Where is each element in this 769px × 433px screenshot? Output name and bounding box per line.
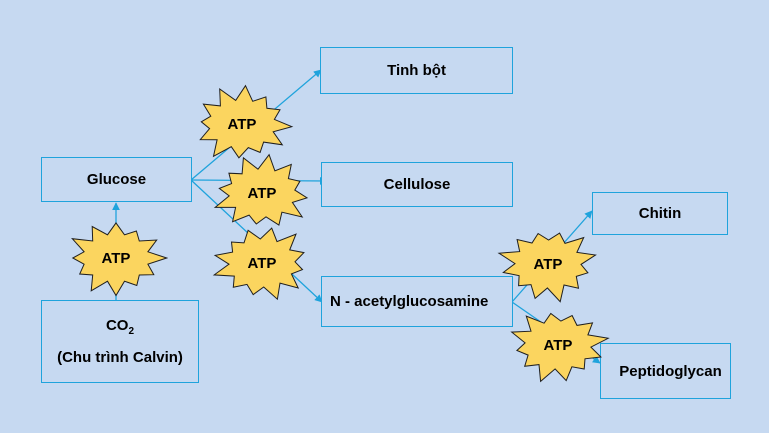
atp-burst-calvin: ATP: [64, 218, 168, 298]
atp-label: ATP: [247, 184, 277, 202]
peptidoglycan-box: Peptidoglycan: [600, 343, 731, 399]
burst-shape: [212, 227, 305, 301]
atp-burst-chitin: ATP: [496, 224, 600, 304]
burst-shape: [71, 222, 168, 297]
atp-label: ATP: [247, 254, 277, 272]
burst-shape: [213, 153, 309, 226]
atp-label: ATP: [227, 115, 257, 133]
co2-calvin-box: CO2 (Chu trình Calvin): [41, 300, 199, 383]
burst-star-icon: [497, 232, 597, 303]
atp-burst-cellulose: ATP: [210, 153, 314, 233]
burst-star-icon: [213, 153, 309, 226]
burst-shape: [497, 232, 597, 303]
burst-star-icon: [510, 312, 610, 383]
burst-shape: [199, 84, 294, 159]
atp-label: ATP: [543, 336, 573, 354]
burst-star-icon: [212, 227, 305, 301]
calvin-cycle-label: (Chu trình Calvin): [57, 349, 183, 366]
atp-burst-peptidoglycan: ATP: [506, 305, 610, 385]
atp-label: ATP: [533, 255, 563, 273]
cellulose-box: Cellulose: [321, 162, 513, 207]
chitin-label: Chitin: [638, 205, 682, 222]
atp-burst-n-acetyl: ATP: [210, 223, 314, 303]
n-acetylglucosamine-box: N - acetylglucosamine: [321, 276, 513, 327]
glucose-box: Glucose: [41, 157, 192, 202]
atp-label: ATP: [101, 249, 131, 267]
tinh-bot-label: Tinh bột: [387, 62, 446, 79]
atp-burst-tinh-bot: ATP: [190, 84, 294, 164]
burst-shape: [510, 312, 610, 383]
tinh-bot-box: Tinh bột: [320, 47, 513, 94]
burst-star-icon: [199, 84, 294, 159]
co2-label: CO2: [105, 317, 135, 337]
peptidoglycan-label: Peptidoglycan: [619, 362, 722, 380]
burst-star-icon: [71, 222, 168, 297]
n-acetylglucosamine-label: N - acetylglucosamine: [330, 293, 489, 310]
cellulose-label: Cellulose: [383, 176, 451, 193]
glucose-label: Glucose: [86, 171, 147, 188]
chitin-box: Chitin: [592, 192, 728, 235]
